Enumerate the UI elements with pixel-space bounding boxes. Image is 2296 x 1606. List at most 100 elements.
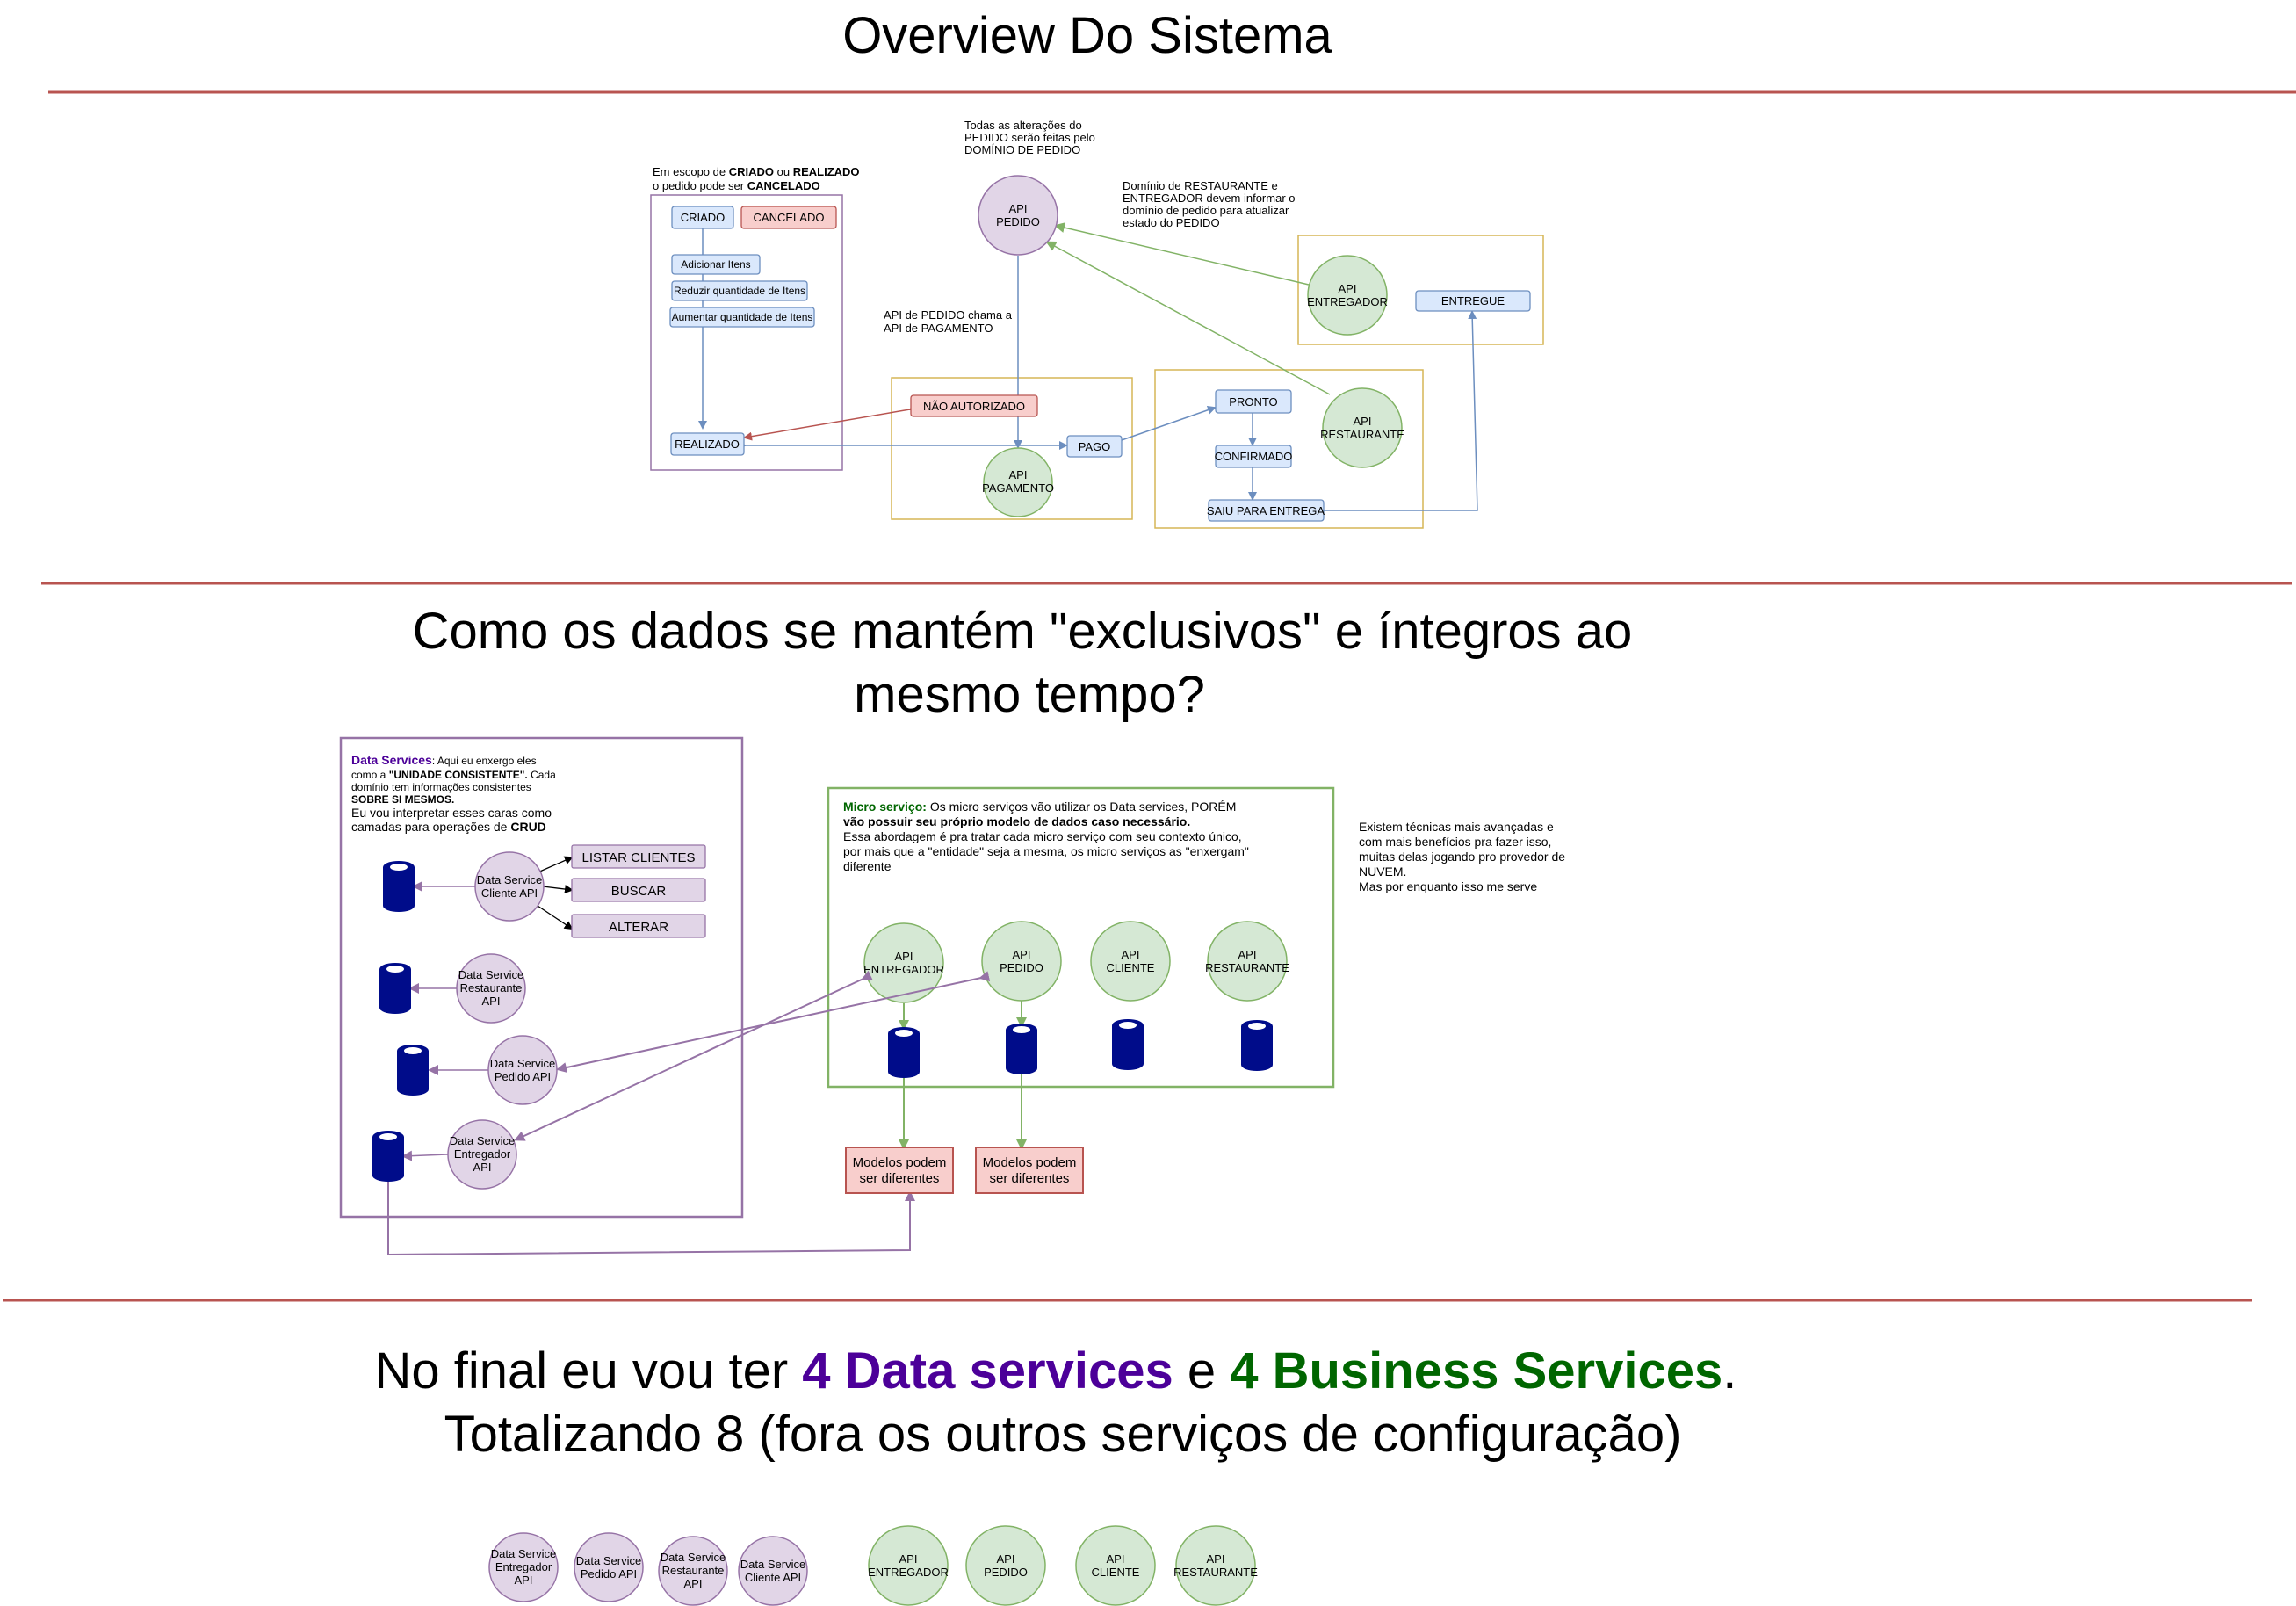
side-note: Existem técnicas mais avançadas e com ma… <box>1359 820 1569 893</box>
edge-naoautorizado-realizado <box>743 403 918 441</box>
state-saiu-para-entrega: SAIU PARA ENTREGA <box>1207 499 1325 522</box>
edge-ds-alterar <box>537 905 574 930</box>
db-pedido-icon <box>397 1045 429 1096</box>
state-pago: PAGO <box>1066 435 1123 458</box>
edge-restaurante-pedido <box>1045 241 1331 395</box>
state-entregue: ENTREGUE <box>1415 290 1531 312</box>
state-realizado: REALIZADO <box>670 432 745 456</box>
edge-ds-entregador-db <box>401 1150 449 1161</box>
edge-saiu-entregue <box>1324 310 1478 511</box>
section1-title: Overview Do Sistema <box>842 7 1332 64</box>
delivery-container <box>1297 235 1544 345</box>
svg-text:NÃO AUTORIZADO: NÃO AUTORIZADO <box>923 400 1025 413</box>
section2-title: Como os dados se mantém "exclusivos" e í… <box>413 603 1647 723</box>
svg-text:ENTREGUE: ENTREGUE <box>1441 294 1505 307</box>
data-services-note: Data Services: Aqui eu enxergo eles como… <box>351 753 559 834</box>
scope-container <box>650 194 843 471</box>
action-adicionar: Adicionar Itens <box>671 254 761 275</box>
svg-text:SAIU PARA ENTREGA: SAIU PARA ENTREGA <box>1207 504 1325 517</box>
micro-services-container <box>827 786 1335 1089</box>
svg-text:CANCELADO: CANCELADO <box>754 211 825 224</box>
svg-text:PRONTO: PRONTO <box>1229 395 1277 409</box>
db-restaurante-icon <box>379 963 411 1014</box>
action-reduzir: Reduzir quantidade de Itens <box>671 280 808 301</box>
edge-entregador-pedido <box>1054 222 1310 286</box>
edge-db-entregador-models <box>387 1182 915 1256</box>
svg-text:CRIADO: CRIADO <box>681 211 726 224</box>
crud-buscar: BUSCAR <box>571 878 706 902</box>
state-pronto: PRONTO <box>1215 389 1292 414</box>
edge-ds-buscar <box>542 885 574 894</box>
crud-listar-clientes: LISTAR CLIENTES <box>571 844 706 869</box>
edge-ds-listar <box>535 856 574 874</box>
svg-text:REALIZADO: REALIZADO <box>675 438 740 451</box>
section3-summary: No final eu vou ter 4 Data services e 4 … <box>374 1342 1751 1463</box>
db-micro-entregador-icon <box>888 1027 920 1078</box>
db-cliente-icon <box>383 861 415 912</box>
state-criado: CRIADO <box>671 206 734 229</box>
svg-text:BUSCAR: BUSCAR <box>611 884 667 899</box>
svg-text:CONFIRMADO: CONFIRMADO <box>1215 450 1293 463</box>
svg-text:Reduzir quantidade de Itens: Reduzir quantidade de Itens <box>674 285 805 297</box>
state-nao-autorizado: NÃO AUTORIZADO <box>910 394 1038 417</box>
svg-text:Adicionar Itens: Adicionar Itens <box>681 258 750 271</box>
state-confirmado: CONFIRMADO <box>1215 445 1293 468</box>
restaurant-container <box>1154 369 1424 529</box>
svg-text:LISTAR CLIENTES: LISTAR CLIENTES <box>582 850 696 865</box>
note-scope: Em escopo de CRIADO ou REALIZADO o pedid… <box>653 165 863 192</box>
edge-pago-pronto <box>1121 405 1217 441</box>
edge-micro-entregador-ds-entregador <box>514 970 873 1141</box>
state-cancelado: CANCELADO <box>740 206 837 229</box>
db-entregador-icon <box>372 1131 404 1182</box>
db-micro-pedido-icon <box>1006 1024 1037 1074</box>
svg-text:PAGO: PAGO <box>1079 440 1111 453</box>
action-aumentar: Aumentar quantidade de Itens <box>669 307 815 328</box>
svg-text:ALTERAR: ALTERAR <box>609 920 668 935</box>
crud-alterar: ALTERAR <box>571 914 706 938</box>
